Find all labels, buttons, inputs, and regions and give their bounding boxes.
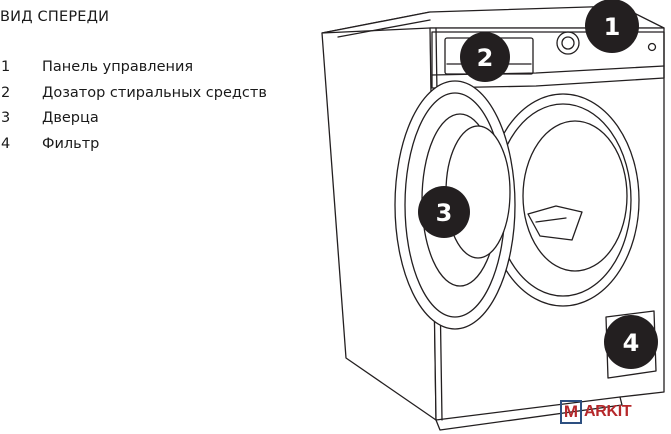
legend-number: 4 [1, 136, 11, 153]
legend-label: Фильтр [42, 136, 100, 153]
marker-label: 2 [477, 44, 494, 72]
marker-filter: 4 [604, 315, 658, 369]
marker-dispenser: 2 [460, 32, 510, 82]
marker-label: 3 [436, 199, 453, 227]
logo-text: ARKIT [584, 403, 632, 420]
legend-label: Дозатор стиральных средств [42, 84, 267, 101]
legend-number: 1 [1, 59, 11, 75]
marker-door: 3 [418, 186, 470, 238]
legend-label: Дверца [42, 110, 99, 127]
logo-letter: M [560, 400, 582, 424]
program-knob [556, 31, 580, 55]
page-title: ВИД СПЕРЕДИ [0, 9, 110, 25]
legend-number: 2 [1, 84, 11, 101]
marker-label: 1 [604, 13, 621, 41]
legend-label: Панель управления [42, 59, 194, 75]
legend-number: 3 [1, 110, 11, 127]
marker-control-panel: 1 [585, 0, 639, 53]
machine-top [321, 5, 665, 34]
filter-cover [605, 310, 657, 379]
marker-label: 4 [623, 329, 640, 357]
markit-logo: M ARKIT [560, 400, 632, 424]
